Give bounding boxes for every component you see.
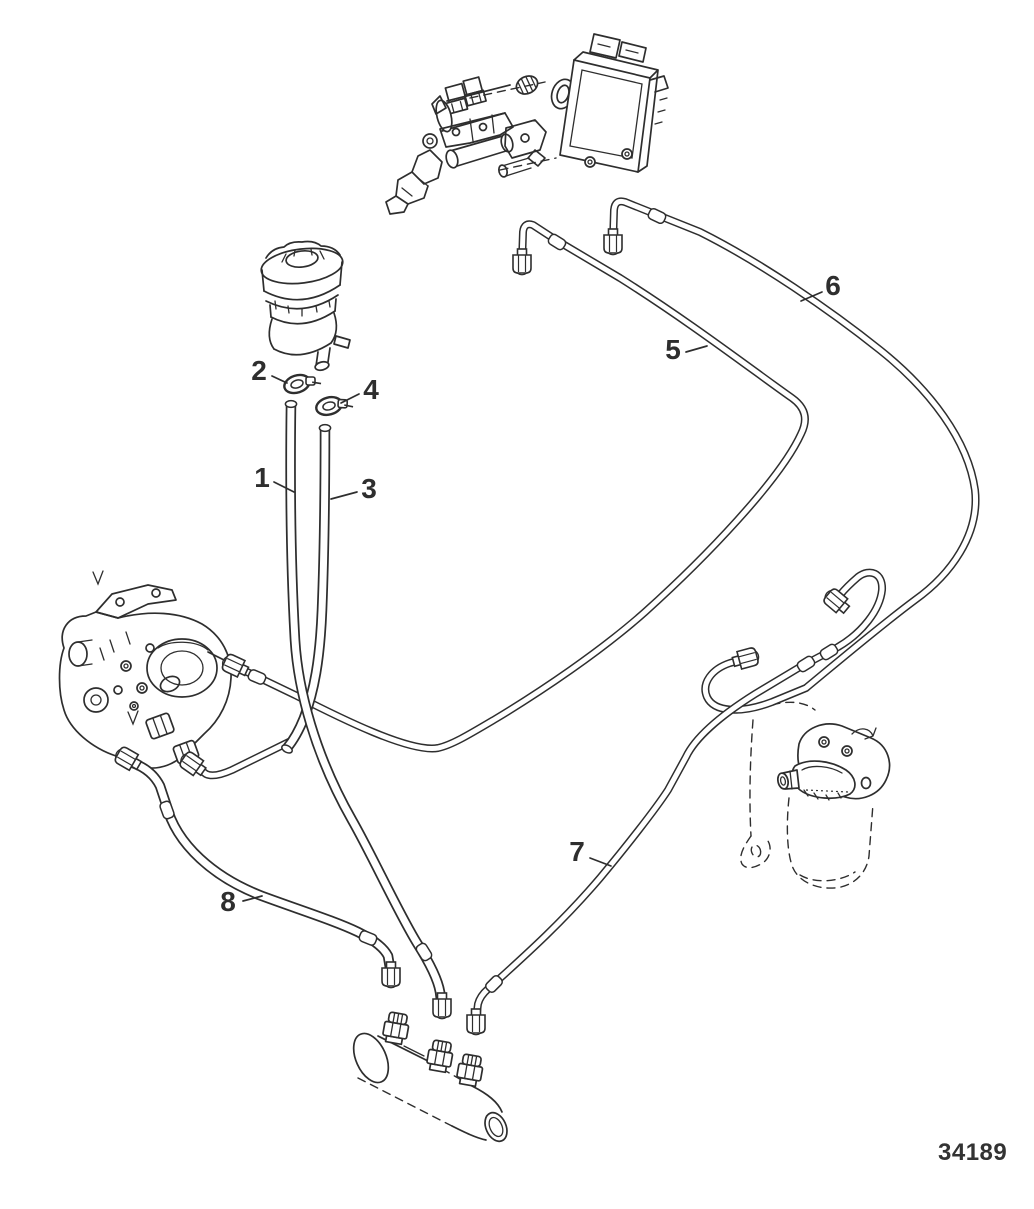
callout-4: 4 <box>363 374 379 405</box>
callout-8: 8 <box>220 886 236 917</box>
reservoir-nipple <box>314 360 330 372</box>
solenoid-coils <box>444 76 487 116</box>
ecm-module <box>559 33 669 173</box>
hose-open-end <box>318 423 332 433</box>
manifold-fitting <box>382 1011 410 1046</box>
tube-5 <box>241 220 809 753</box>
hose-clamp <box>280 367 323 398</box>
fluid-reservoir <box>260 240 351 372</box>
flare-nut <box>466 1008 486 1036</box>
tube-7 <box>472 568 886 1021</box>
callout-6: 6 <box>825 270 841 301</box>
arrow-icon <box>92 570 104 586</box>
arrow-icon <box>127 710 139 726</box>
hose-open-end <box>284 399 298 409</box>
ferrule <box>158 799 176 821</box>
flare-nut <box>512 248 532 276</box>
cooler-manifold <box>352 1011 508 1143</box>
manifold-fitting <box>426 1039 454 1074</box>
manifold-fitting <box>456 1053 484 1088</box>
flare-nut <box>603 228 623 256</box>
arrow-icon <box>851 727 877 740</box>
drawing-number: 34189 <box>938 1139 1008 1166</box>
hose-3 <box>282 427 331 752</box>
callout-7: 7 <box>569 836 585 867</box>
hydraulic-pump <box>58 570 232 769</box>
ferrule <box>357 928 379 948</box>
filter-assembly <box>736 701 891 889</box>
hose-8 <box>131 758 396 969</box>
callout-2: 2 <box>251 355 267 386</box>
ferrule <box>246 667 268 687</box>
dash-marks <box>654 97 668 125</box>
callout-1: 1 <box>254 462 270 493</box>
tube-b <box>195 736 295 780</box>
assembly-dash-leader <box>469 81 557 171</box>
callout-leaders <box>242 291 823 902</box>
hose-clamp <box>313 390 355 419</box>
tube-6 <box>609 197 980 714</box>
callout-3: 3 <box>361 473 377 504</box>
ferrule <box>646 206 668 226</box>
hose-1 <box>285 403 447 1001</box>
steering-valve-assembly <box>385 75 557 215</box>
flare-nut <box>730 645 762 672</box>
knurled-cap-icon <box>515 75 539 95</box>
callout-5: 5 <box>665 334 681 365</box>
